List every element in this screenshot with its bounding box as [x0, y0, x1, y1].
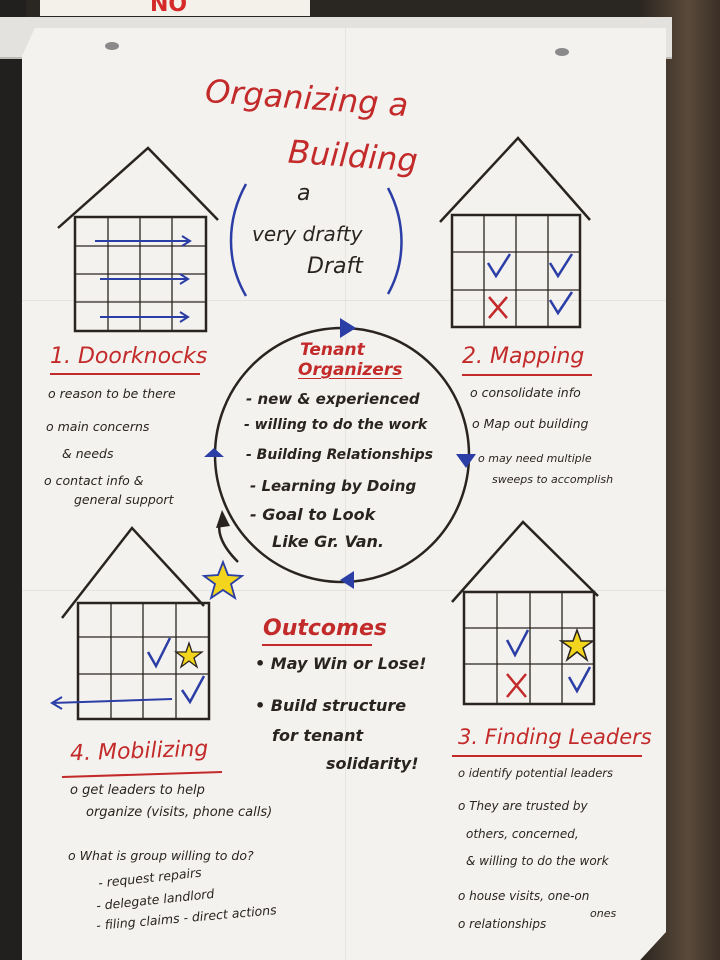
- paper-hole: [105, 42, 119, 50]
- mapping-item: o consolidate info: [470, 385, 581, 400]
- leaders-item: others, concerned,: [466, 827, 579, 841]
- doorknocks-item: o main concerns: [46, 419, 150, 434]
- heading-underline: [61, 771, 223, 778]
- background-dark: [0, 0, 26, 960]
- center-item: Like Gr. Van.: [272, 532, 384, 551]
- leaders-item: o relationships: [458, 917, 547, 931]
- star-icon: [201, 559, 245, 601]
- arrow-icon: [50, 696, 173, 710]
- doorknocks-item: o reason to be there: [48, 386, 176, 401]
- house-mobilizing-drawing: [61, 526, 211, 721]
- subtitle-line-2: Draft: [307, 254, 363, 279]
- house-doorknocks-drawing: [57, 146, 219, 333]
- title-line-2: Building: [286, 132, 419, 180]
- check-icon: [505, 629, 592, 694]
- doorknocks-heading: 1. Doorknocks: [50, 344, 208, 369]
- center-item: - Learning by Doing: [250, 477, 417, 495]
- mobilizing-item: o get leaders to help: [70, 783, 205, 798]
- mobilizing-item: o What is group willing to do?: [68, 848, 254, 863]
- doorknocks-item: & needs: [62, 446, 114, 461]
- mapping-item: o Map out building: [472, 416, 589, 431]
- leaders-item: o house visits, one-on: [458, 889, 590, 903]
- paren-left: [229, 183, 248, 297]
- arrow-icon: [95, 235, 192, 323]
- x-mark-icon: [506, 673, 527, 698]
- leaders-item: o They are trusted by: [458, 799, 588, 813]
- paper-hole: [555, 48, 569, 56]
- house-leaders-drawing: [451, 520, 599, 706]
- leaders-item: & willing to do the work: [466, 854, 609, 868]
- center-heading-2: Organizers: [298, 360, 403, 380]
- subtitle-line-1: very drafty: [252, 222, 363, 246]
- top-sign: NO: [40, 0, 310, 17]
- doorknocks-item: o contact info &: [44, 473, 144, 488]
- arrowhead-icon: [216, 510, 230, 528]
- doorknocks-item: general support: [74, 492, 174, 507]
- leaders-item: o identify potential leaders: [458, 766, 613, 780]
- outcomes-item: • Build structure: [255, 696, 407, 715]
- house-mapping-drawing: [439, 136, 591, 329]
- outcomes-item: solidarity!: [326, 754, 419, 773]
- center-heading-1: Tenant: [300, 340, 365, 360]
- mapping-heading: 2. Mapping: [462, 344, 585, 369]
- check-icon: [486, 253, 574, 316]
- outcomes-item: for tenant: [272, 726, 364, 745]
- mapping-item: o may need multiple: [478, 452, 592, 465]
- center-item: - new & experienced: [246, 390, 420, 408]
- mapping-item: sweeps to accomplish: [492, 473, 614, 486]
- outcomes-item: • May Win or Lose!: [255, 654, 427, 673]
- paper-fold: [22, 590, 666, 591]
- center-item: - Goal to Look: [250, 505, 376, 524]
- check-icon: [146, 637, 172, 669]
- leaders-item: ones: [590, 907, 617, 920]
- paper-fold: [345, 28, 346, 960]
- paren-right: [386, 187, 403, 295]
- x-mark-icon: [488, 296, 508, 319]
- cycle-arrowhead-icon: [204, 318, 476, 589]
- mobilizing-item: organize (visits, phone calls): [86, 805, 273, 820]
- mobilizing-heading: 4. Mobilizing: [69, 736, 209, 767]
- paper-fold: [22, 300, 666, 301]
- center-item: - willing to do the work: [244, 417, 428, 433]
- top-sign-text: NO: [150, 0, 188, 17]
- check-icon: [180, 675, 206, 705]
- outcomes-heading: Outcomes: [263, 616, 387, 641]
- star-icon: [558, 627, 596, 663]
- subtitle-a: a: [297, 181, 311, 206]
- leaders-heading: 3. Finding Leaders: [458, 725, 652, 749]
- star-icon: [174, 640, 204, 669]
- center-item: - Building Relationships: [246, 447, 433, 463]
